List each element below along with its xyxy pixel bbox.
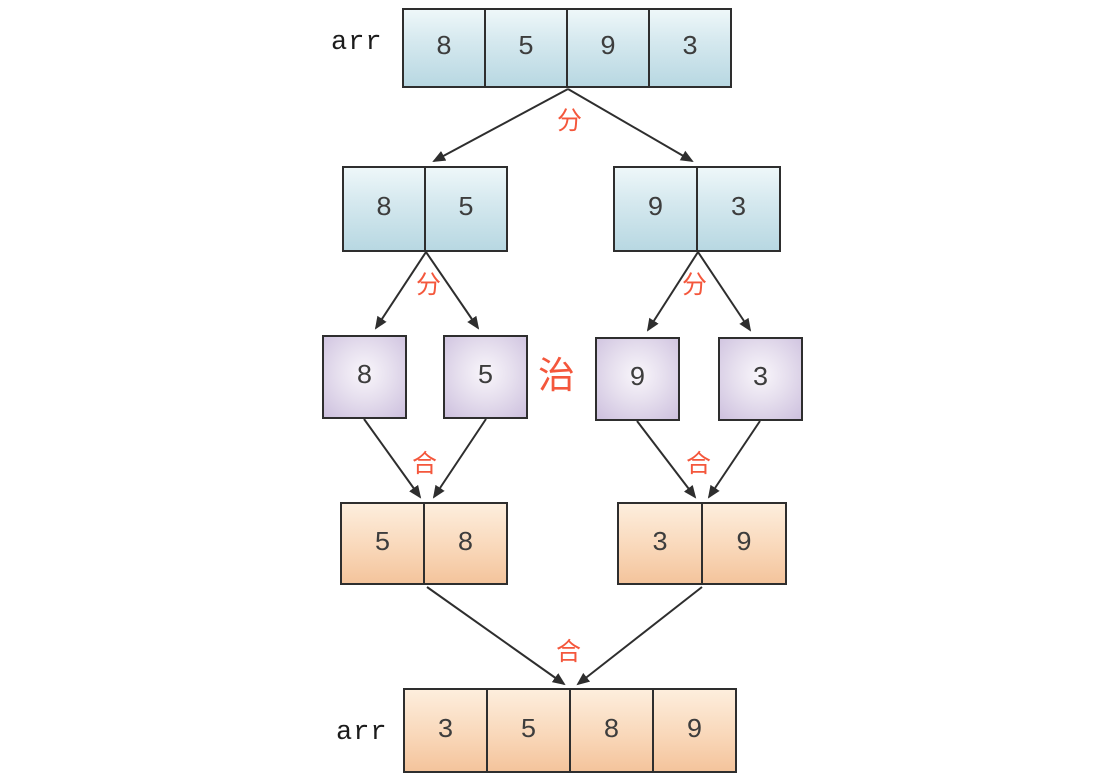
divide-label-left: 分: [416, 270, 442, 299]
arrow-root-to-left: [432, 88, 569, 162]
array-cell: 5: [443, 335, 528, 419]
merge-label-left: 合: [412, 449, 438, 478]
array-cell: 3: [648, 8, 732, 88]
merge-label-bottom: 合: [556, 637, 582, 666]
arrow-root-to-right: [567, 88, 694, 163]
merge-label-right: 合: [686, 449, 712, 478]
conquer-label: 治: [538, 354, 575, 397]
array-cell: 5: [484, 8, 568, 88]
divide-label-right: 分: [682, 270, 708, 299]
array-cell: 5: [340, 502, 425, 585]
arrow-mergeleft-to-result: [426, 586, 566, 686]
arrow-mergeright-to-result: [576, 586, 703, 686]
node-leaf-1: 5: [443, 335, 528, 419]
array-cell: 3: [403, 688, 488, 773]
arrow-leaf5-to-merge: [432, 418, 487, 499]
array-cell: 3: [617, 502, 703, 585]
array-name-label-top: arr: [331, 28, 383, 58]
array-cell: 3: [696, 166, 781, 252]
array-cell: 9: [595, 337, 680, 421]
array-cell: 8: [569, 688, 654, 773]
array-cell: 9: [613, 166, 698, 252]
array-cell: 3: [718, 337, 803, 421]
node-leaf-2: 9: [595, 337, 680, 421]
array-name-label-bottom: arr: [336, 718, 388, 748]
arrow-leaf3-to-merge: [707, 420, 761, 499]
array-cell: 5: [424, 166, 508, 252]
node-leaf-3: 3: [718, 337, 803, 421]
array-cell: 8: [423, 502, 508, 585]
array-cell: 5: [486, 688, 571, 773]
array-cell: 9: [566, 8, 650, 88]
node-leaf-0: 8: [322, 335, 407, 419]
divide-label-top: 分: [557, 106, 583, 135]
array-cell: 9: [701, 502, 787, 585]
array-cell: 9: [652, 688, 737, 773]
array-cell: 8: [342, 166, 426, 252]
array-cell: 8: [322, 335, 407, 419]
array-cell: 8: [402, 8, 486, 88]
